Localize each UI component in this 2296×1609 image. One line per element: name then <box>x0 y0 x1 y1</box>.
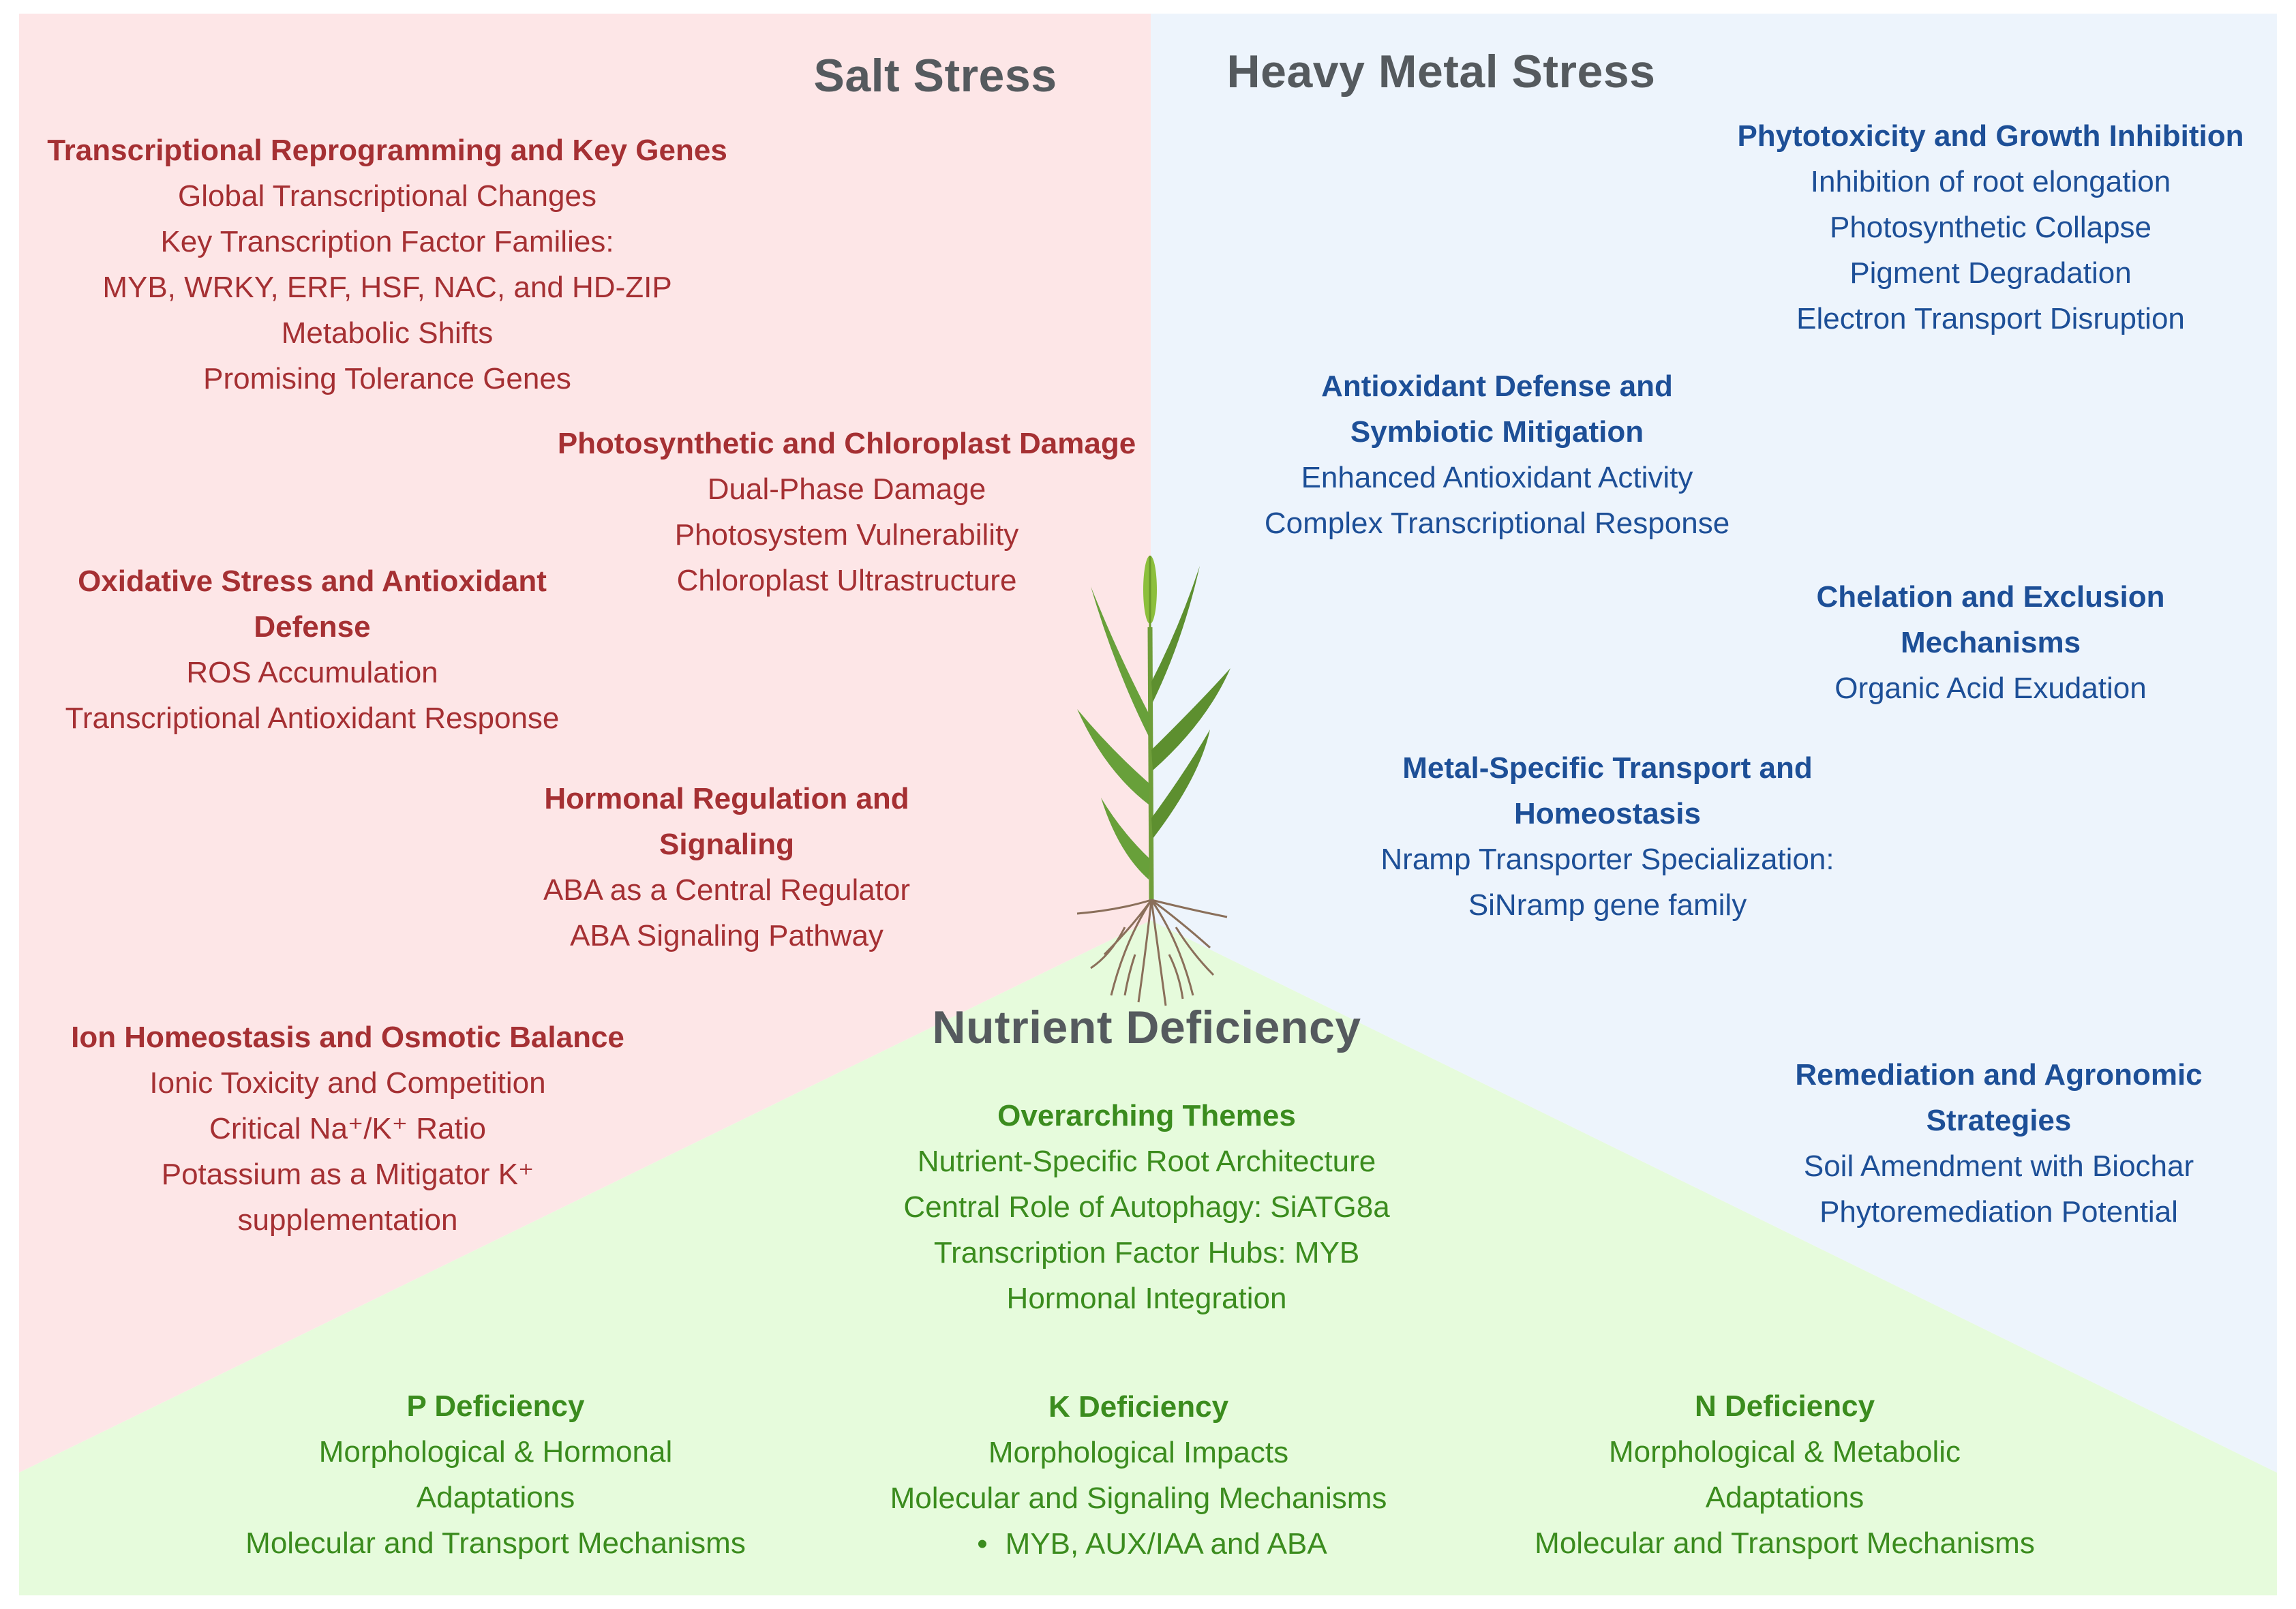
list-item: Dual-Phase Damage <box>707 472 986 506</box>
block-title: P Deficiency <box>406 1389 585 1423</box>
list-item: Global Transcriptional Changes <box>178 179 596 213</box>
nutrient-k-block: K Deficiency Morphological Impacts Molec… <box>890 1384 1387 1567</box>
nutrient-deficiency-title: Nutrient Deficiency <box>932 1002 1361 1053</box>
salt-ion-block: Ion Homeostasis and Osmotic Balance Ioni… <box>71 1014 624 1243</box>
list-item: SiNramp gene family <box>1468 888 1747 922</box>
block-title: Phytotoxicity and Growth Inhibition <box>1737 119 2244 153</box>
nutrient-n-block: N Deficiency Morphological & Metabolic A… <box>1535 1383 2035 1566</box>
block-title: Mechanisms <box>1900 626 2081 659</box>
block-title: Strategies <box>1926 1104 2072 1137</box>
block-title: Homeostasis <box>1514 797 1701 830</box>
list-item: ROS Accumulation <box>186 656 438 689</box>
list-item: Phytoremediation Potential <box>1819 1195 2178 1229</box>
metal-remediation-block: Remediation and Agronomic Strategies Soi… <box>1795 1052 2202 1235</box>
metal-phytotoxicity-block: Phytotoxicity and Growth Inhibition Inhi… <box>1737 113 2244 342</box>
block-title: Signaling <box>659 828 794 861</box>
list-item: Organic Acid Exudation <box>1834 672 2147 705</box>
list-item: Complex Transcriptional Response <box>1264 507 1730 540</box>
list-item: Adaptations <box>416 1481 575 1514</box>
list-item: Morphological & Metabolic <box>1608 1435 1961 1469</box>
list-item: ABA as a Central Regulator <box>543 873 911 907</box>
list-item: Hormonal Integration <box>1006 1282 1287 1315</box>
list-item: Soil Amendment with Biochar <box>1803 1149 2194 1183</box>
list-item: Photosynthetic Collapse <box>1829 211 2152 244</box>
heavy-metal-region <box>1151 14 2277 1473</box>
salt-hormonal-block: Hormonal Regulation and Signaling ABA as… <box>543 776 910 959</box>
list-item: Metabolic Shifts <box>281 316 494 350</box>
list-item: supplementation <box>237 1203 458 1237</box>
list-item: Morphological Impacts <box>988 1436 1289 1469</box>
metal-antioxidant-block: Antioxidant Defense and Symbiotic Mitiga… <box>1265 363 1729 546</box>
list-item: Nramp Transporter Specialization: <box>1380 843 1834 876</box>
block-title: Symbiotic Mitigation <box>1350 415 1644 449</box>
list-item: Central Role of Autophagy: SiATG8a <box>903 1190 1390 1224</box>
salt-transcriptional-block: Transcriptional Reprogramming and Key Ge… <box>47 127 727 402</box>
list-item: Photosystem Vulnerability <box>674 518 1019 552</box>
list-item: MYB, WRKY, ERF, HSF, NAC, and HD-ZIP <box>102 271 672 304</box>
list-item: Pigment Degradation <box>1849 256 2132 290</box>
block-title: Oxidative Stress and Antioxidant <box>78 565 547 598</box>
list-item: Morphological & Hormonal <box>318 1435 673 1469</box>
list-item: Promising Tolerance Genes <box>203 362 571 395</box>
heavy-metal-stress-title: Heavy Metal Stress <box>1226 46 1656 97</box>
list-item: Transcription Factor Hubs: MYB <box>933 1236 1360 1269</box>
nutrient-p-block: P Deficiency Morphological & Hormonal Ad… <box>245 1383 746 1566</box>
list-item: Ionic Toxicity and Competition <box>149 1066 546 1100</box>
block-title: Metal-Specific Transport and <box>1402 751 1813 785</box>
list-item: Transcriptional Antioxidant Response <box>65 702 560 735</box>
list-item: ABA Signaling Pathway <box>570 919 883 952</box>
block-title: Ion Homeostasis and Osmotic Balance <box>71 1021 624 1054</box>
block-title: Remediation and Agronomic <box>1795 1058 2203 1092</box>
block-title: Hormonal Regulation and <box>544 782 909 815</box>
list-item: Chloroplast Ultrastructure <box>676 564 1017 597</box>
bullet-list-item: MYB, AUX/IAA and ABA <box>890 1521 1387 1567</box>
block-title: N Deficiency <box>1694 1389 1875 1423</box>
salt-photosynthetic-block: Photosynthetic and Chloroplast Damage Du… <box>558 421 1136 603</box>
list-item: Molecular and Signaling Mechanisms <box>890 1482 1387 1515</box>
block-title: Transcriptional Reprogramming and Key Ge… <box>47 134 727 167</box>
block-title: Overarching Themes <box>997 1099 1296 1132</box>
block-title: Photosynthetic and Chloroplast Damage <box>557 427 1136 460</box>
list-item: Inhibition of root elongation <box>1810 165 2171 198</box>
block-title: K Deficiency <box>1048 1390 1229 1424</box>
list-item: Electron Transport Disruption <box>1796 302 2185 335</box>
millet-plant-icon <box>1076 556 1230 1006</box>
list-item: Molecular and Transport Mechanisms <box>1535 1527 2035 1560</box>
salt-oxidative-block: Oxidative Stress and Antioxidant Defense… <box>65 558 560 741</box>
list-item: Potassium as a Mitigator K⁺ <box>161 1158 534 1191</box>
salt-stress-region <box>19 14 1151 1473</box>
metal-transport-block: Metal-Specific Transport and Homeostasis… <box>1380 745 1834 928</box>
metal-chelation-block: Chelation and Exclusion Mechanisms Organ… <box>1817 574 2165 711</box>
nutrient-deficiency-region <box>19 920 2277 1595</box>
nutrient-overarching-block: Overarching Themes Nutrient-Specific Roo… <box>903 1093 1389 1321</box>
list-item: Nutrient-Specific Root Architecture <box>917 1145 1376 1178</box>
list-item: Molecular and Transport Mechanisms <box>245 1527 746 1560</box>
salt-stress-title: Salt Stress <box>813 50 1057 102</box>
list-item: Key Transcription Factor Families: <box>160 225 614 258</box>
block-title: Defense <box>254 610 371 644</box>
list-item: Adaptations <box>1705 1481 1864 1514</box>
list-item: Enhanced Antioxidant Activity <box>1301 461 1693 494</box>
list-item: Critical Na⁺/K⁺ Ratio <box>209 1112 486 1145</box>
block-title: Antioxidant Defense and <box>1321 370 1673 403</box>
block-title: Chelation and Exclusion <box>1816 580 2165 614</box>
